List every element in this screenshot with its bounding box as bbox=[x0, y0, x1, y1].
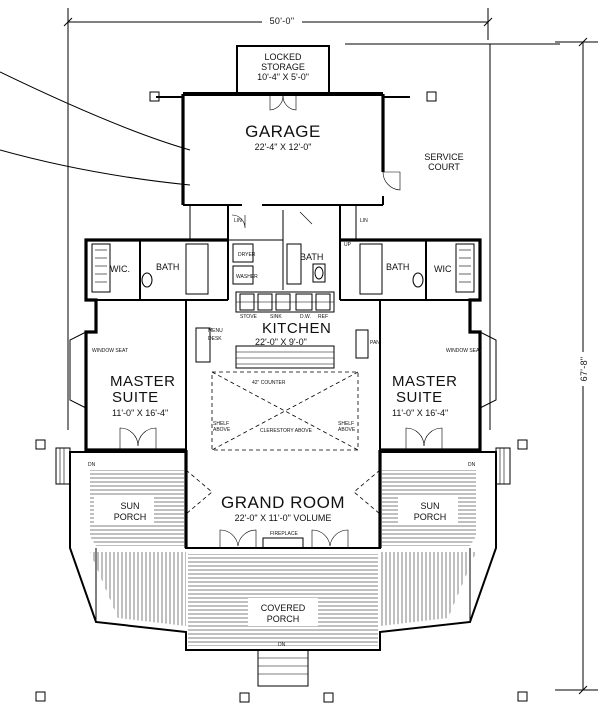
menu-desk-1: MENU bbox=[208, 328, 223, 334]
decking: SUN PORCH SUN PORCH COVERED PORCH DN DN bbox=[55, 447, 511, 687]
master-right-2: SUITE bbox=[396, 389, 443, 406]
bath-left-label: BATH bbox=[156, 262, 179, 272]
dn-bottom: DN bbox=[278, 642, 286, 648]
washer-label: WASHER bbox=[236, 274, 258, 280]
kitchen-size: 22'-0" X 9'-0" bbox=[255, 337, 307, 347]
grand-room: GRAND ROOM 22'-0" X 11'-0" VOLUME FIREPL… bbox=[184, 450, 382, 549]
master-right-1: MASTER bbox=[392, 373, 458, 390]
shelf-right-2: ABOVE bbox=[338, 427, 356, 433]
menu-desk-2: DESK bbox=[208, 336, 222, 342]
master-left-1: MASTER bbox=[110, 373, 176, 390]
overall-width-dimension: 50'-0" bbox=[63, 8, 493, 40]
posts bbox=[35, 91, 528, 703]
overall-depth-label: 67'-8" bbox=[579, 357, 589, 382]
garage-size: 22'-4" X 12'-0" bbox=[255, 142, 312, 152]
stove-label: STOVE bbox=[240, 314, 258, 320]
dn-left: DN bbox=[88, 462, 96, 468]
shelf-left-2: ABOVE bbox=[213, 427, 231, 433]
window-seat-right: WINDOW SEAT bbox=[446, 348, 482, 354]
garage-name: GARAGE bbox=[245, 122, 321, 141]
left-wing: WIC. BATH WINDOW SEAT MASTER SUITE 11'-0… bbox=[69, 238, 228, 452]
dw-label: D.W. bbox=[300, 314, 311, 320]
dryer-label: DRYER bbox=[238, 252, 256, 258]
left-steps: DN bbox=[55, 447, 96, 485]
storage-size: 10'-4" X 5'-0" bbox=[257, 72, 309, 82]
master-left-size: 11'-0" X 16'-4" bbox=[112, 408, 168, 418]
right-steps: DN bbox=[468, 447, 511, 485]
clerestory-label: CLERESTORY ABOVE bbox=[260, 428, 313, 434]
service-court-1: SERVICE bbox=[424, 152, 463, 162]
up-label: UP bbox=[344, 242, 352, 248]
garage: GARAGE 22'-4" X 12'-0" SERVICE COURT bbox=[156, 92, 464, 206]
service-court-2: COURT bbox=[428, 162, 460, 172]
overall-width-label: 50'-0" bbox=[270, 16, 295, 26]
lin-right-label: LIN bbox=[360, 218, 368, 224]
clerestory-lines: CLERESTORY ABOVE SHELF ABOVE SHELF ABOVE bbox=[211, 371, 359, 451]
sun-porch-left-2: PORCH bbox=[114, 512, 147, 522]
covered-porch-2: PORCH bbox=[267, 614, 300, 624]
counter-label: 42" COUNTER bbox=[252, 380, 286, 386]
site-lines bbox=[0, 40, 560, 430]
wic-right-label: WIC bbox=[434, 264, 452, 274]
kitchen-name: KITCHEN bbox=[262, 320, 331, 337]
storage-name-2: STORAGE bbox=[261, 62, 305, 72]
right-wing: WIC BATH WINDOW SEAT MASTER SUITE 11'-0"… bbox=[340, 238, 497, 452]
sun-porch-left-1: SUN bbox=[120, 501, 139, 511]
wic-left-label: WIC. bbox=[110, 264, 130, 274]
sun-porch-right-1: SUN bbox=[420, 501, 439, 511]
dn-right: DN bbox=[468, 462, 476, 468]
storage-name-1: LOCKED bbox=[264, 52, 302, 62]
pan-label: PAN bbox=[370, 340, 380, 346]
shelf-left-1: SHELF bbox=[213, 421, 229, 427]
grand-room-size: 22'-0" X 11'-0" VOLUME bbox=[235, 513, 332, 523]
master-left-2: SUITE bbox=[112, 389, 159, 406]
sun-porch-right-2: PORCH bbox=[414, 512, 447, 522]
overall-depth-dimension: 67'-8" bbox=[555, 37, 598, 695]
front-steps: DN bbox=[257, 642, 309, 687]
lin-left-label: LIN bbox=[234, 218, 242, 224]
locked-storage: LOCKED STORAGE 10'-4" X 5'-0" bbox=[236, 45, 330, 111]
covered-porch-1: COVERED bbox=[261, 603, 306, 613]
master-right-size: 11'-0" X 16'-4" bbox=[392, 408, 448, 418]
shelf-right-1: SHELF bbox=[338, 421, 354, 427]
grand-room-name: GRAND ROOM bbox=[221, 493, 345, 512]
ref-label: REF bbox=[318, 314, 328, 320]
sink-label: SINK bbox=[270, 314, 282, 320]
fireplace-label: FIREPLACE bbox=[270, 531, 298, 537]
bath-right-label: BATH bbox=[386, 262, 409, 272]
service-core: DRYER WASHER BATH LIN LIN UP STOVE SINK … bbox=[189, 205, 380, 386]
bath-center-label: BATH bbox=[300, 252, 323, 262]
window-seat-left: WINDOW SEAT bbox=[92, 348, 128, 354]
